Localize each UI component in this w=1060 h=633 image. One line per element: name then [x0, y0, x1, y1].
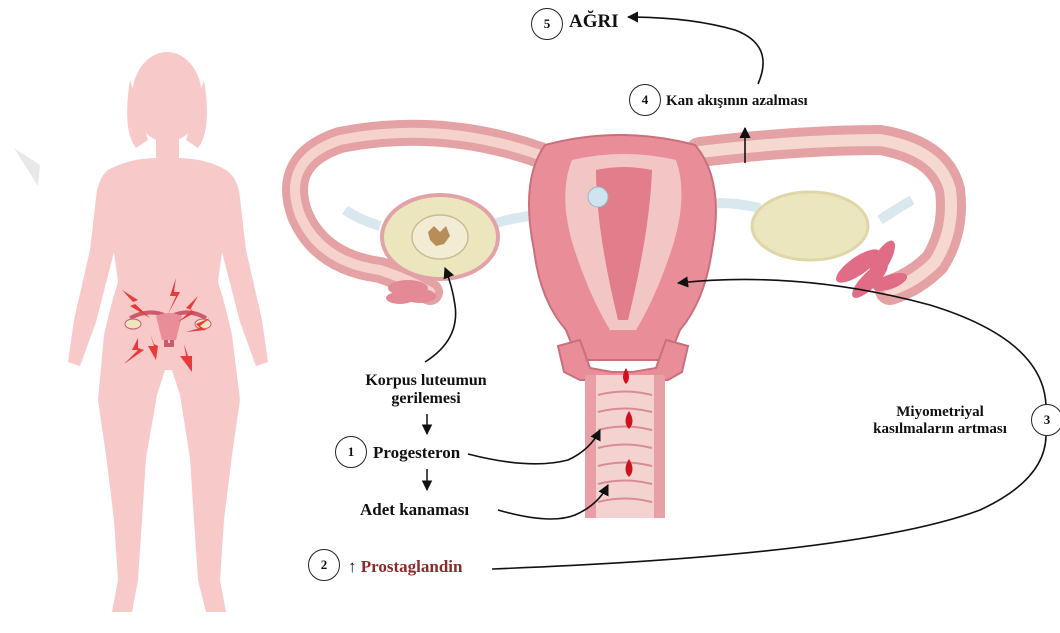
label-blood-flow: Kan akışının azalması — [666, 93, 808, 110]
label-myometrial-line1: Miyometriyal — [850, 404, 1030, 421]
step-4-badge: 4 — [629, 84, 661, 116]
label-corpus-line1: Korpus luteumun — [336, 372, 516, 390]
label-pain: AĞRI — [569, 11, 619, 33]
right-ovary — [752, 192, 868, 260]
step-5-badge: 5 — [531, 8, 563, 40]
label-corpus-luteum: Korpus luteumun gerilemesi — [336, 372, 516, 409]
watermark-triangle — [14, 148, 40, 186]
label-myometrial-line2: kasılmaların artması — [850, 421, 1030, 438]
arrow-bloodflow-to-pain — [628, 17, 763, 84]
label-menstruation: Adet kanaması — [360, 500, 469, 520]
label-prostaglandin: ↑ Prostaglandin — [348, 557, 462, 577]
label-progesterone: Progesteron — [373, 443, 460, 463]
label-myometrial: Miyometriyal kasılmaların artması — [850, 404, 1030, 439]
step-1-badge: 1 — [335, 436, 367, 468]
step-2-badge: 2 — [308, 549, 340, 581]
increase-arrow-icon: ↑ — [348, 557, 357, 576]
label-corpus-line2: gerilemesi — [336, 390, 516, 408]
arrow-progesterone-to-uterus — [468, 430, 600, 464]
label-prostaglandin-text: Prostaglandin — [361, 557, 463, 576]
step-3-badge: 3 — [1031, 404, 1060, 436]
arrow-myometrial-to-uterus — [678, 279, 1046, 406]
